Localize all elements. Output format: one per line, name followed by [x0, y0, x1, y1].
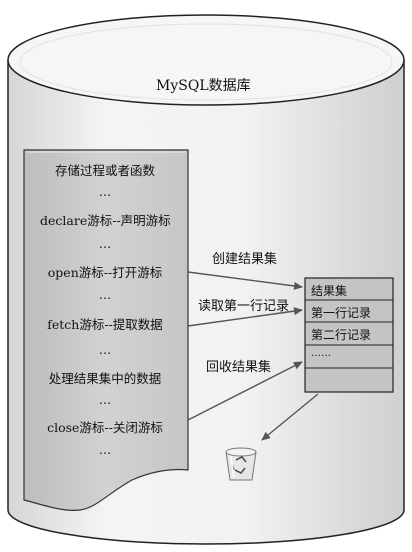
procedure-line: close游标--关闭游标: [47, 420, 163, 435]
procedure-line: fetch游标--提取数据: [47, 317, 163, 332]
arrow-label-recycle: 回收结果集: [206, 360, 272, 375]
arrow-read-first-row: [187, 307, 303, 327]
database-title: MySQL数据库: [156, 78, 251, 94]
procedure-line: …: [98, 442, 112, 457]
procedure-line: …: [98, 392, 112, 407]
procedure-document: [23, 149, 189, 511]
procedure-line: 存储过程或者函数: [54, 163, 155, 178]
procedure-line: …: [98, 287, 112, 302]
procedure-line: open游标--打开游标: [47, 265, 163, 280]
result-set-row: 第二行记录: [311, 328, 372, 342]
procedure-line: …: [98, 236, 112, 251]
procedure-line: …: [98, 342, 112, 357]
procedure-lines: 存储过程或者函数 … declare游标--声明游标 … open游标--打开游…: [40, 152, 171, 462]
recycle-bin-icon: [225, 447, 257, 481]
arrow-label-create: 创建结果集: [212, 252, 278, 267]
result-set-header: 结果集: [311, 284, 348, 298]
procedure-line: 处理结果集中的数据: [48, 371, 162, 386]
result-set-row: ……: [311, 348, 331, 359]
result-set-rows: 结果集 第一行记录 第二行记录 ……: [305, 278, 393, 392]
arrow-label-read: 读取第一行记录: [198, 299, 290, 314]
procedure-line: …: [98, 184, 112, 199]
result-set-table: [304, 277, 394, 393]
arrow-recycle-result-set: [187, 361, 303, 421]
procedure-line: declare游标--声明游标: [40, 213, 171, 228]
arrow-to-recycle-bin: [261, 393, 319, 441]
arrow-create-result-set: [187, 271, 303, 290]
result-set-row: 第一行记录: [311, 306, 372, 320]
